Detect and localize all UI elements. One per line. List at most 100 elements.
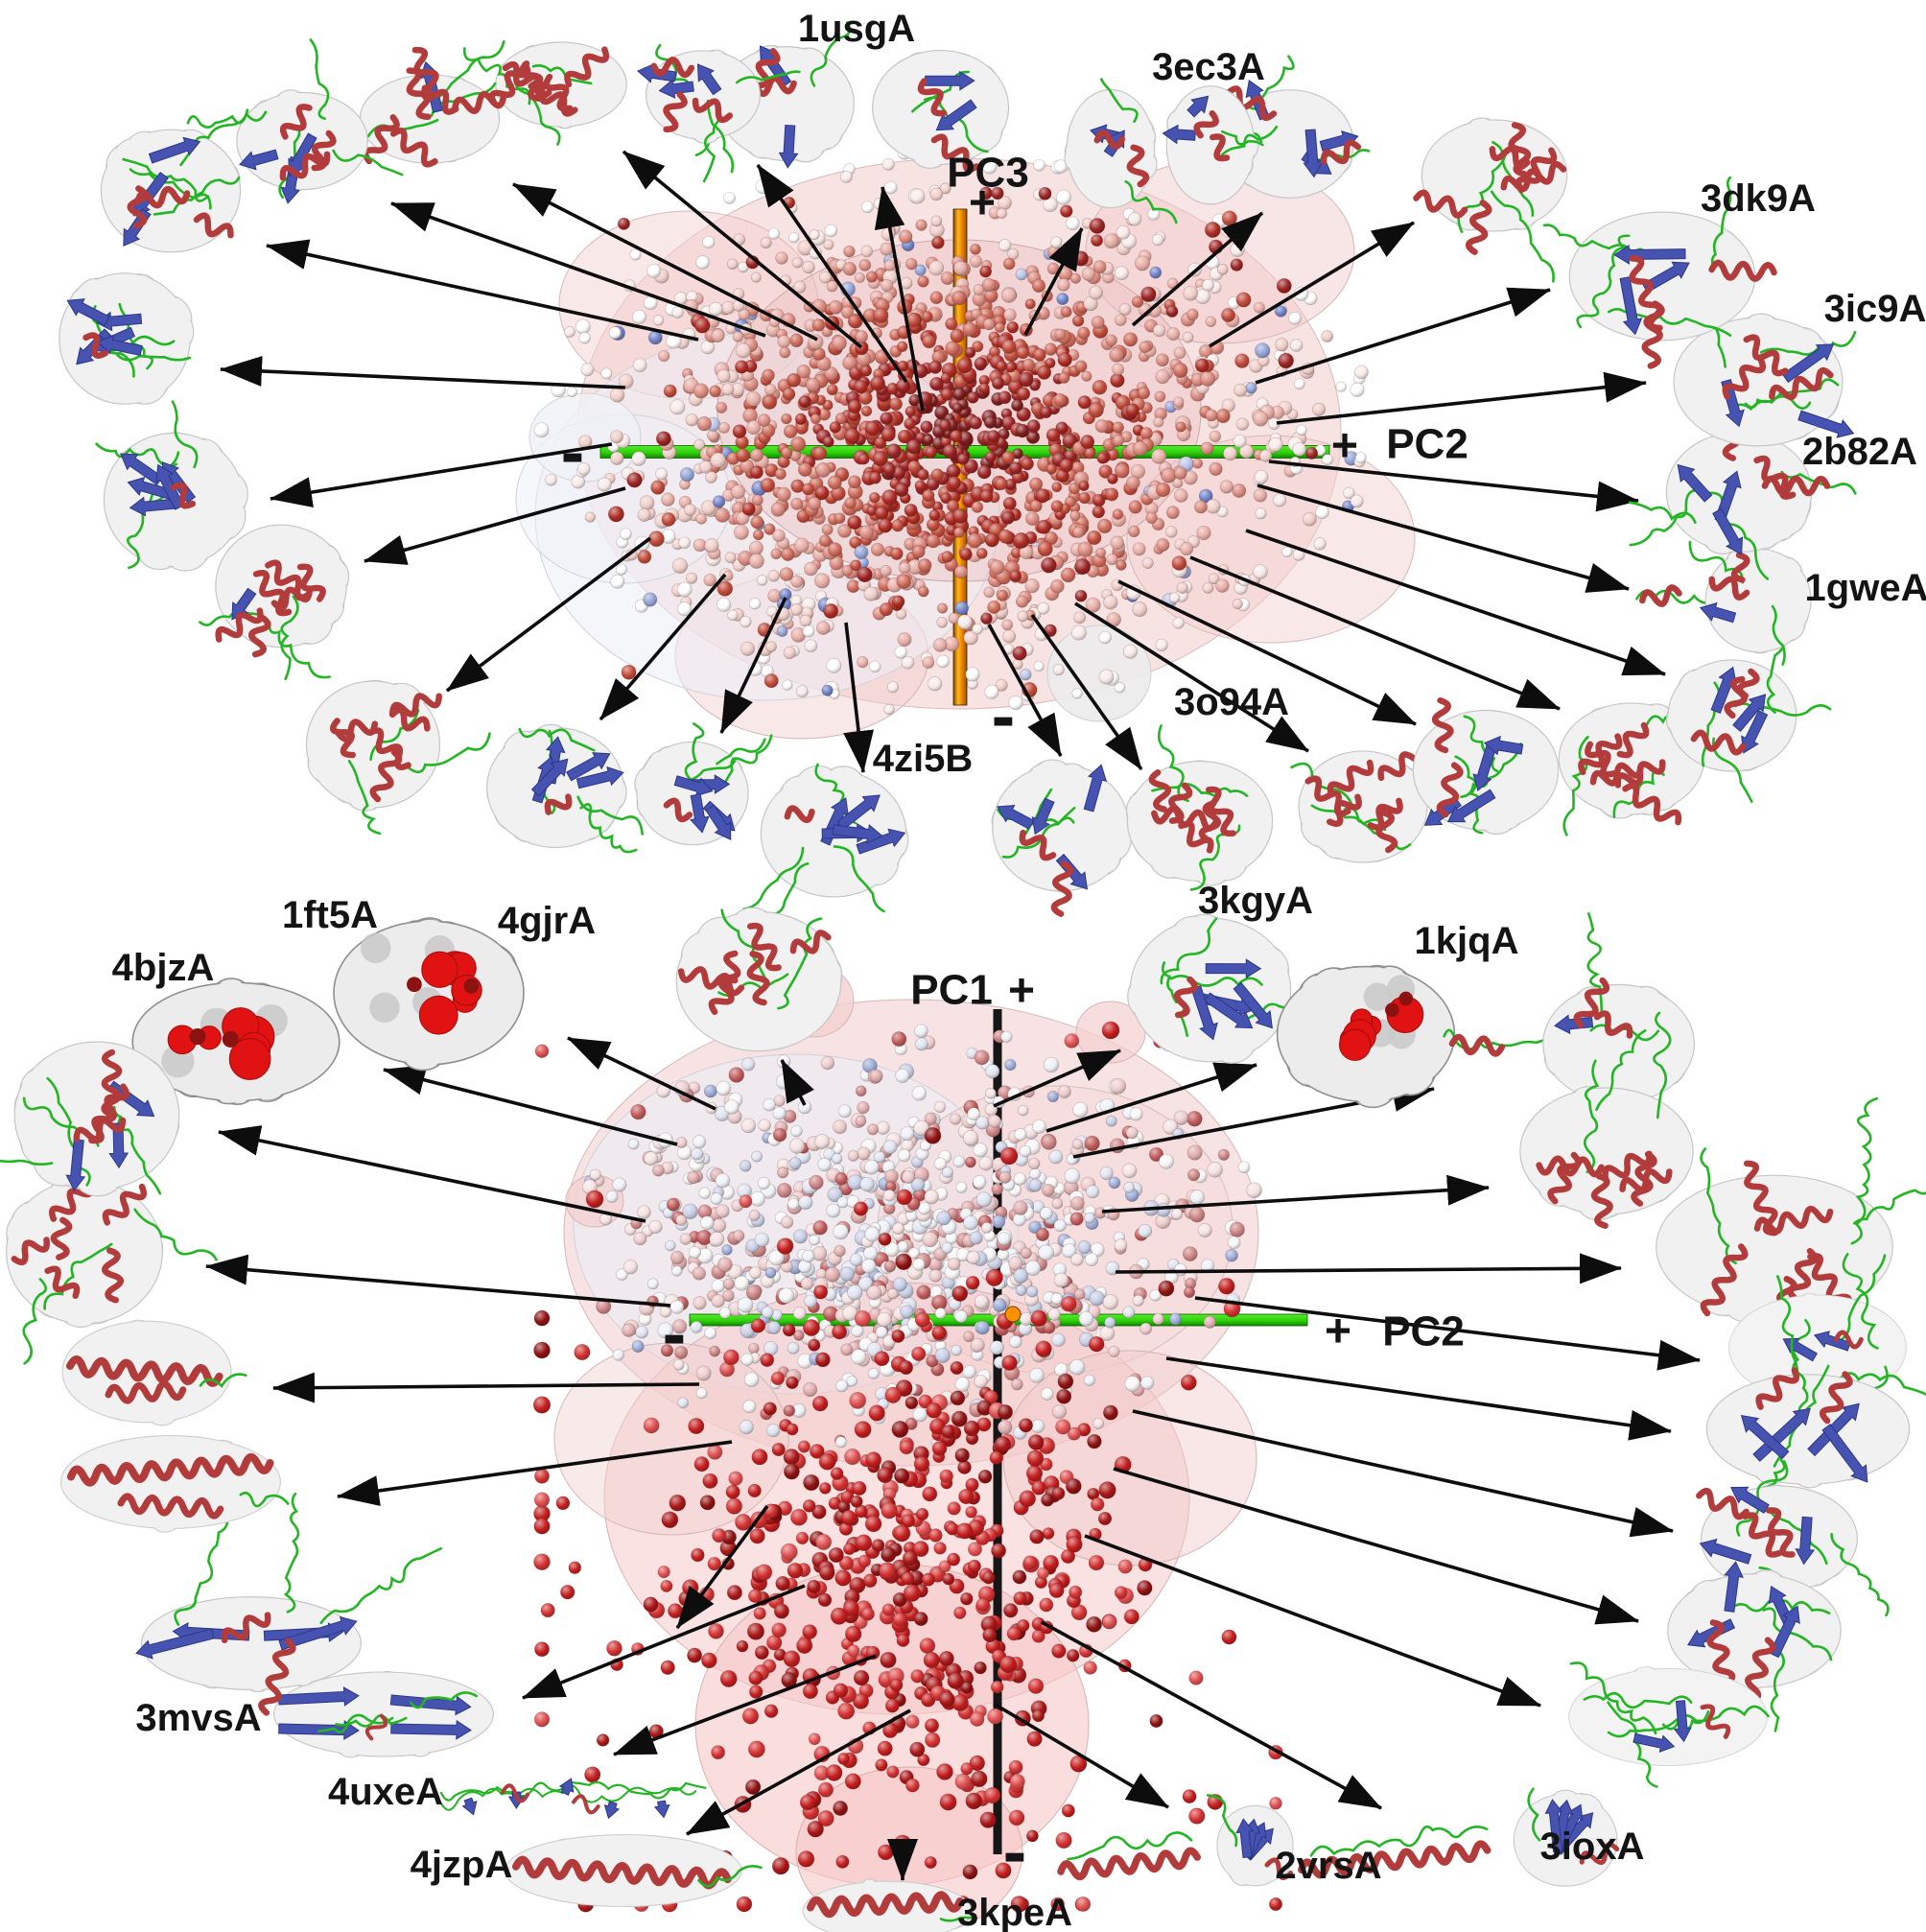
data-point-sphere <box>612 1349 624 1361</box>
binding-site-red-patch <box>189 1028 206 1046</box>
data-point-sphere <box>959 548 973 561</box>
data-point-sphere <box>978 383 990 394</box>
data-point-sphere <box>560 1585 575 1600</box>
data-point-sphere <box>698 1187 711 1199</box>
data-point-sphere <box>901 1571 915 1586</box>
data-point-sphere <box>868 471 882 484</box>
data-point-sphere <box>635 1325 648 1339</box>
data-point-sphere <box>1022 358 1036 371</box>
data-point-sphere <box>700 1652 717 1669</box>
data-point-sphere <box>891 595 905 609</box>
data-point-sphere <box>892 1222 904 1236</box>
data-point-sphere <box>695 1387 708 1400</box>
data-point-sphere <box>748 598 762 610</box>
data-point-sphere <box>860 245 874 258</box>
data-point-sphere <box>928 360 943 374</box>
data-point-sphere <box>1253 301 1265 314</box>
data-point-sphere <box>870 375 886 391</box>
data-point-sphere <box>716 597 732 612</box>
data-point-sphere <box>941 1425 955 1439</box>
data-point-sphere <box>812 446 828 460</box>
data-point-sphere <box>1218 1278 1235 1295</box>
data-point-sphere <box>954 1773 972 1790</box>
data-point-sphere <box>1203 1315 1216 1329</box>
data-point-sphere <box>924 1127 942 1144</box>
data-point-sphere <box>1022 1555 1038 1569</box>
data-point-sphere <box>840 305 855 319</box>
data-point-sphere <box>860 1607 875 1621</box>
data-point-sphere <box>1109 347 1124 363</box>
data-point-sphere <box>1187 1168 1201 1182</box>
data-point-sphere <box>857 1100 870 1115</box>
data-point-sphere <box>834 1569 852 1587</box>
data-point-sphere <box>1097 1511 1113 1526</box>
data-point-sphere <box>844 1448 861 1466</box>
data-point-sphere <box>979 489 994 504</box>
structure-label-3o94A: 3o94A <box>1174 681 1289 723</box>
data-point-sphere <box>682 1579 699 1596</box>
data-point-sphere <box>1176 581 1188 594</box>
data-point-sphere <box>1255 342 1271 359</box>
data-point-sphere <box>753 1607 766 1620</box>
data-point-sphere <box>1321 330 1334 342</box>
data-point-sphere <box>984 532 999 548</box>
data-point-sphere <box>1069 1358 1086 1376</box>
data-point-sphere <box>897 632 912 648</box>
protein-structure-4jzpA <box>505 1834 763 1907</box>
data-point-sphere <box>1103 233 1119 249</box>
data-point-sphere <box>1253 564 1268 579</box>
data-point-sphere <box>811 318 826 332</box>
binding-site-red-patch <box>1339 1028 1372 1061</box>
data-point-sphere <box>931 1325 947 1341</box>
data-point-sphere <box>776 1166 789 1179</box>
data-point-sphere <box>578 332 591 344</box>
data-point-sphere <box>665 1239 676 1252</box>
data-point-sphere <box>1053 1218 1067 1233</box>
data-point-sphere <box>676 581 693 598</box>
data-point-sphere <box>826 280 838 293</box>
data-point-sphere <box>1053 1272 1069 1288</box>
data-point-sphere <box>1169 592 1181 603</box>
data-point-sphere <box>975 1116 990 1130</box>
data-point-sphere <box>675 1137 688 1148</box>
data-point-sphere <box>1118 303 1132 316</box>
data-point-sphere <box>825 1764 843 1781</box>
data-point-sphere <box>677 601 693 617</box>
data-point-sphere <box>973 284 985 295</box>
data-point-sphere <box>1045 463 1057 475</box>
protein-structure <box>60 1435 290 1533</box>
structure-label-1gweA: 1gweA <box>1805 567 1926 609</box>
data-point-sphere <box>679 467 694 483</box>
structure-label-4bjzA: 4bjzA <box>112 947 215 989</box>
data-point-sphere <box>951 1344 962 1356</box>
data-point-sphere <box>900 276 913 290</box>
data-point-sphere <box>1029 1529 1045 1544</box>
data-point-sphere <box>799 1794 816 1811</box>
data-point-sphere <box>1001 1355 1018 1371</box>
data-point-sphere <box>661 512 676 527</box>
data-point-sphere <box>607 506 624 523</box>
axis-pc2-plus-sign-panel0: + <box>1331 421 1358 472</box>
data-point-sphere <box>971 501 984 513</box>
data-point-sphere <box>828 299 843 315</box>
data-point-sphere <box>1048 1149 1064 1165</box>
data-point-sphere <box>984 1786 1001 1804</box>
data-point-sphere <box>802 1683 818 1700</box>
data-point-sphere <box>815 462 832 478</box>
loop-ribbon <box>319 1546 442 1625</box>
data-point-sphere <box>969 1231 983 1245</box>
data-point-sphere <box>992 1214 1006 1229</box>
data-point-sphere <box>1000 510 1015 525</box>
data-point-sphere <box>960 1591 974 1606</box>
data-point-sphere <box>1003 1603 1019 1618</box>
data-point-sphere <box>730 484 746 500</box>
data-point-sphere <box>1173 346 1186 360</box>
data-point-sphere <box>951 1285 969 1302</box>
data-point-sphere <box>610 574 625 589</box>
data-point-sphere <box>928 509 941 522</box>
data-point-sphere <box>533 1492 551 1508</box>
data-point-sphere <box>1354 365 1369 380</box>
data-point-sphere <box>953 1606 967 1619</box>
data-point-sphere <box>763 1704 779 1718</box>
data-point-sphere <box>868 1404 885 1422</box>
